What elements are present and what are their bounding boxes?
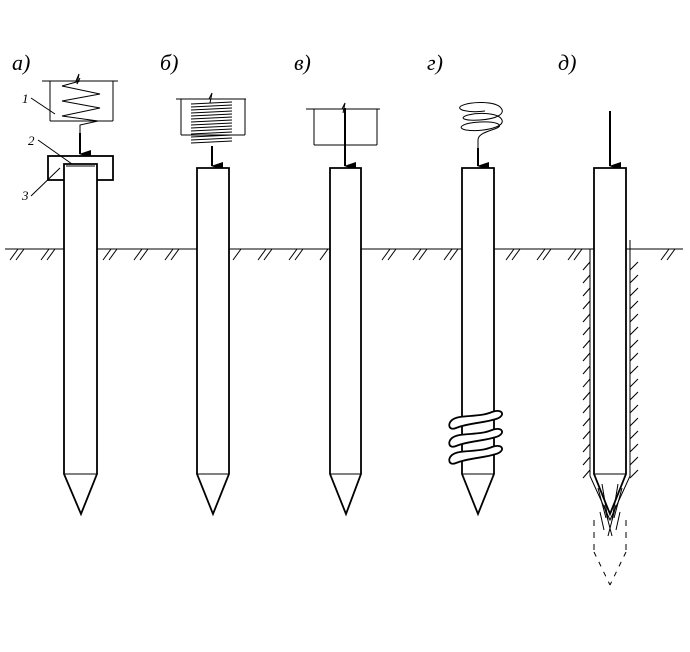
hatch-stroke [629, 430, 639, 440]
hatch-stroke [387, 248, 397, 261]
hatch-stroke [582, 378, 591, 388]
hatch-stroke [288, 248, 298, 261]
hatch-stroke [102, 248, 112, 261]
hatch-stroke [629, 443, 639, 453]
hatch-stroke [567, 248, 577, 261]
hatch-stroke [666, 248, 676, 261]
hatch-stroke [582, 274, 591, 284]
hatch-stroke [582, 365, 591, 375]
panel-label-a: а) [12, 50, 30, 75]
hatch-stroke [190, 116, 233, 120]
hatch-stroke [582, 456, 591, 466]
coil-spring [190, 101, 233, 144]
hatch-stroke [381, 248, 391, 261]
ground-hatching [9, 248, 676, 261]
hatch-stroke [582, 287, 591, 297]
panel-label-d: д) [558, 50, 576, 75]
hatch-stroke [443, 248, 453, 261]
callout-2: 2 [28, 133, 35, 148]
hatch-stroke [582, 391, 591, 401]
hatch-stroke [190, 113, 233, 117]
panel-b-vibration-driver [176, 92, 246, 517]
hatch-stroke [629, 365, 639, 375]
hatch-stroke [511, 248, 521, 261]
hatch-stroke [257, 248, 267, 261]
hatch-stroke [190, 119, 233, 123]
hatch-stroke [629, 404, 639, 414]
hatch-stroke [9, 248, 19, 261]
hatch-stroke [629, 378, 639, 388]
soil-erosion-zone [597, 483, 623, 537]
hatch-stroke [190, 134, 233, 138]
callout-3: 3 [21, 188, 29, 203]
hatch-stroke [629, 300, 639, 310]
hatch-stroke [190, 122, 233, 126]
hatch-stroke [660, 248, 670, 261]
hatch-stroke [190, 110, 233, 114]
hatch-stroke [582, 443, 591, 453]
hatch-stroke [319, 248, 329, 261]
hatch-stroke [629, 261, 639, 271]
hatch-stroke [190, 137, 233, 141]
hatch-stroke [418, 248, 428, 261]
callout-1: 1 [22, 91, 29, 106]
hatch-stroke [582, 352, 591, 362]
hatch-stroke [629, 326, 639, 336]
hatch-stroke [629, 456, 639, 466]
panel-label-v: в) [294, 50, 311, 75]
hatch-stroke [582, 300, 591, 310]
hatch-stroke [164, 248, 174, 261]
panel-label-b: б) [160, 50, 178, 75]
hatch-stroke [190, 104, 233, 108]
panel-d-jetting-driver [582, 111, 639, 586]
hatch-stroke [15, 248, 25, 261]
hatch-stroke [190, 140, 233, 144]
hatch-stroke [629, 313, 639, 323]
hatch-stroke [629, 274, 639, 284]
hatch-stroke [582, 417, 591, 427]
panel-v-press-driver [306, 102, 380, 517]
panel-g-screw-driver [448, 102, 503, 517]
hatch-stroke [46, 248, 56, 261]
hatch-stroke [232, 248, 242, 261]
hatch-stroke [542, 248, 552, 261]
hatch-stroke [190, 131, 233, 135]
hatch-stroke [263, 248, 273, 261]
hatch-stroke [629, 469, 639, 479]
hatch-stroke [629, 287, 639, 297]
hatch-stroke [133, 248, 143, 261]
hatch-stroke [40, 248, 50, 261]
panel-a-spring-driver: 1 2 3 [21, 73, 118, 517]
hatch-stroke [170, 248, 180, 261]
hatch-stroke [449, 248, 459, 261]
hatch-stroke [505, 248, 515, 261]
hatch-stroke [629, 339, 639, 349]
hatch-stroke [629, 417, 639, 427]
hatch-stroke [582, 404, 591, 414]
hatch-stroke [108, 248, 118, 261]
borehole-hatching [582, 261, 639, 479]
hatch-stroke [582, 469, 591, 479]
hatch-stroke [629, 352, 639, 362]
hatch-stroke [573, 248, 583, 261]
hatch-stroke [629, 391, 639, 401]
hatch-stroke [139, 248, 149, 261]
hatch-stroke [582, 430, 591, 440]
final-pile-position-dashed [593, 520, 627, 586]
hatch-stroke [294, 248, 304, 261]
hatch-stroke [536, 248, 546, 261]
hatch-stroke [582, 326, 591, 336]
hatch-stroke [582, 313, 591, 323]
hatch-stroke [190, 125, 233, 129]
hatch-stroke [190, 107, 233, 111]
panel-label-g: г) [427, 50, 443, 75]
hatch-stroke [190, 128, 233, 132]
hatch-stroke [412, 248, 422, 261]
hatch-stroke [190, 101, 233, 105]
hatch-stroke [582, 261, 591, 271]
hatch-stroke [582, 339, 591, 349]
